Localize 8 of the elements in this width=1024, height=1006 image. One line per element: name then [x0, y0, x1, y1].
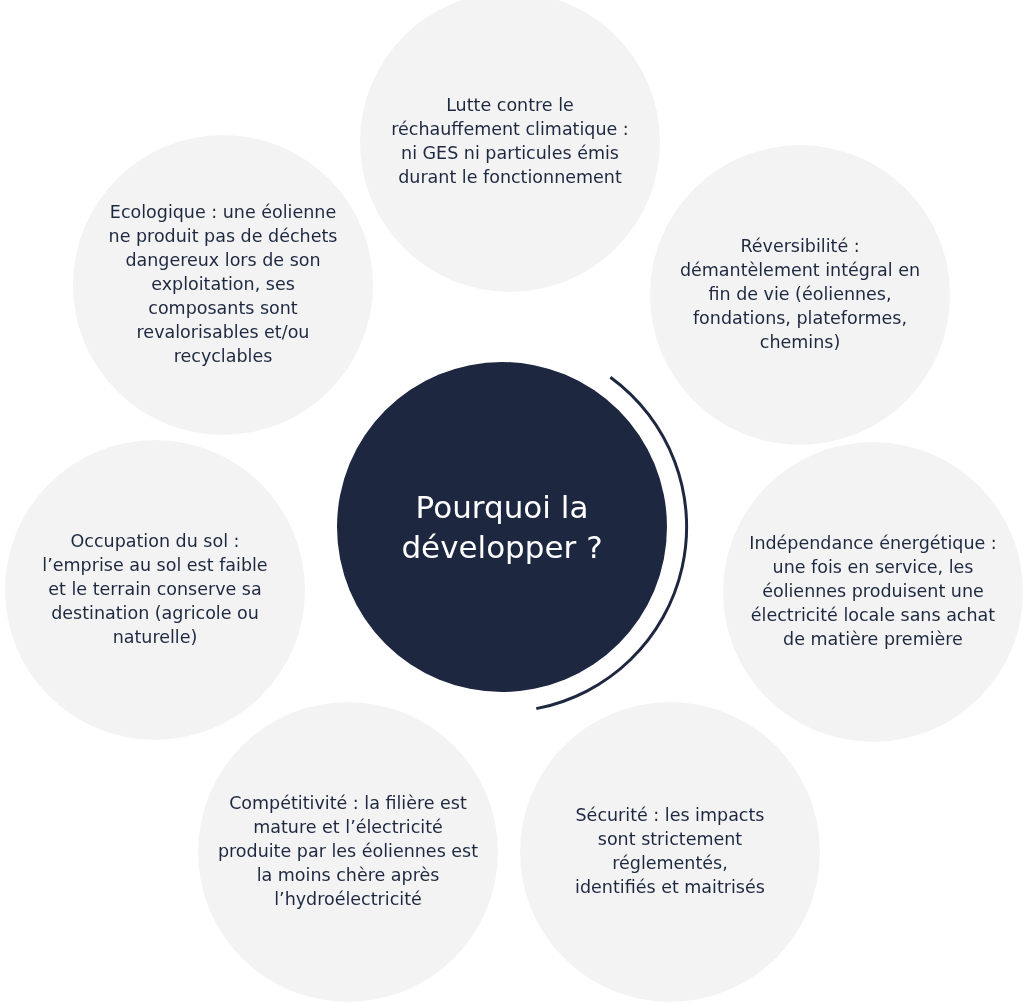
topic-text: Ecologique : une éolienne ne produit pas de déchets dangereux lors de son exploitation, ses composants sont revalorisables et/ou recyclables — [107, 201, 339, 368]
topic-text: Indépendance énergétique : une fois en service, les éoliennes produisent une électricité locale sans achat de matière première — [748, 532, 998, 651]
topic-text: Sécurité : les impacts sont strictement réglementés, identifiés et maitrisés — [574, 804, 766, 899]
topic-text: Réversibilité : démantèlement intégral en fin de vie (éoliennes, fondations, plateformes, chemins) — [678, 235, 922, 354]
topic-text: Occupation du sol : l’emprise au sol est faible et le terrain conserve sa destination (agricole ou naturelle) — [41, 530, 269, 649]
topic-text: Lutte contre le réchauffement climatique : ni GES ni particules émis durant le fonctionnement — [390, 94, 630, 189]
topic-text: Compétitivité : la filière est mature et l’électricité produite par les éoliennes est la moins chère après l’hydroélectricité — [216, 792, 480, 911]
central-question: Pourquoi la développer ? — [400, 487, 604, 567]
